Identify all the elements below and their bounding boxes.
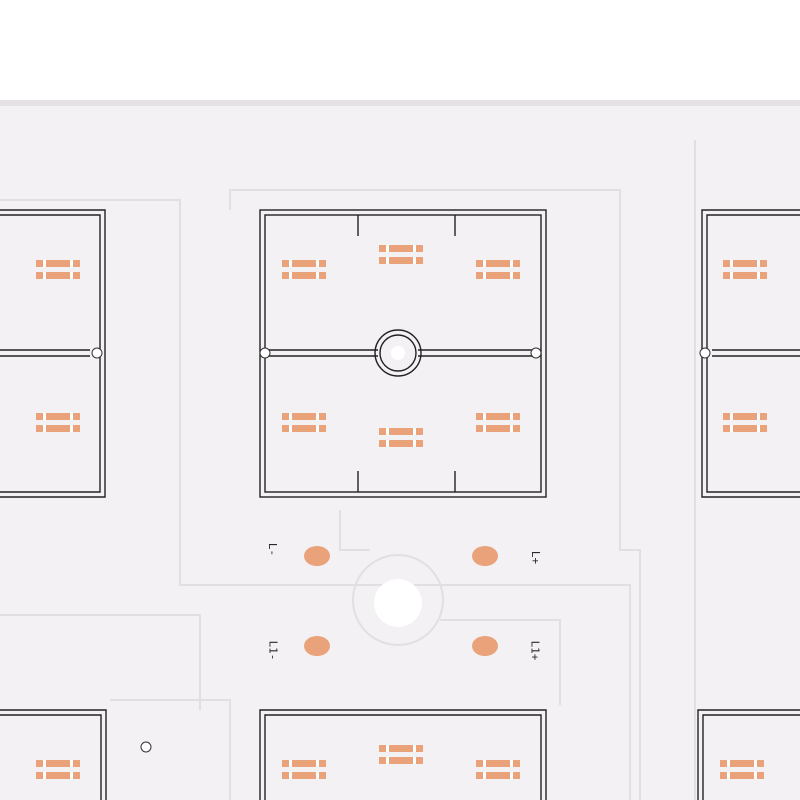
- solder-pad-l1-minus: [304, 636, 330, 656]
- silkscreen-l1-plus: L1+: [528, 640, 542, 661]
- mount-hole-left: [259, 347, 271, 359]
- mount-hole-left-module: [91, 347, 103, 359]
- silkscreen-l-minus-top: L-: [266, 542, 280, 557]
- mount-hole-center: [391, 346, 405, 360]
- trace-outlines: [0, 140, 696, 800]
- solder-pad-l1-plus: [472, 636, 498, 656]
- led-module-bottom: [0, 709, 800, 800]
- pcb-board: [0, 100, 800, 800]
- small-hole-bottom-left: [140, 741, 152, 753]
- mount-hole-bottom: [374, 579, 422, 627]
- board-edge-shadow: [0, 100, 800, 106]
- mount-hole-right: [530, 347, 542, 359]
- silkscreen-l-plus-top: L+: [529, 550, 543, 565]
- solder-pad-l-minus: [304, 546, 330, 566]
- silkscreen-l1-minus: L1-: [266, 640, 280, 661]
- connector-ring: [352, 554, 444, 646]
- mount-hole-right-module: [699, 347, 711, 359]
- solder-pad-l-plus: [472, 546, 498, 566]
